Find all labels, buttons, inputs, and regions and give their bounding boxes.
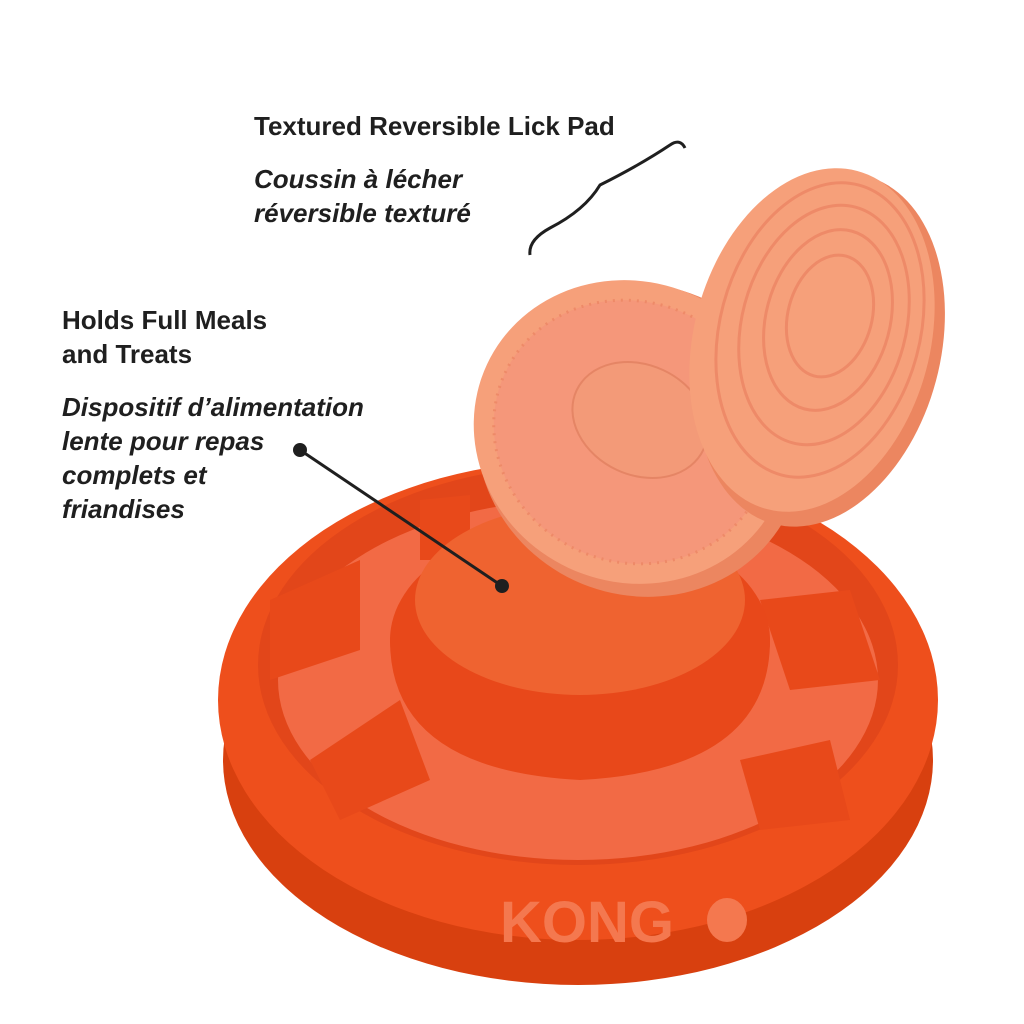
brand-logo-text: KONG: [500, 890, 674, 955]
bowl-title-line-2: and Treats: [62, 339, 193, 369]
lick-pad-back: [689, 168, 945, 527]
slow-feeder-bowl: KONG: [218, 460, 938, 985]
bowl-french-line-4: friandises: [62, 494, 185, 524]
lick-pad-french-line-1: Coussin à lécher: [254, 164, 463, 194]
bowl-french-line-1: Dispositif d’alimentation: [62, 392, 364, 422]
lick-pad-title: Textured Reversible Lick Pad: [254, 111, 615, 141]
lick-pad-leader-line: [528, 140, 687, 256]
bowl-french-line-2: lente pour repas: [62, 426, 265, 456]
bowl-leader-line: [293, 443, 509, 593]
lick-pad-french-line-2: réversible texturé: [254, 198, 471, 228]
bowl-french-line-3: complets et: [62, 460, 207, 490]
kong-logo: KONG: [500, 890, 747, 955]
bowl-title-line-1: Holds Full Meals: [62, 305, 268, 335]
